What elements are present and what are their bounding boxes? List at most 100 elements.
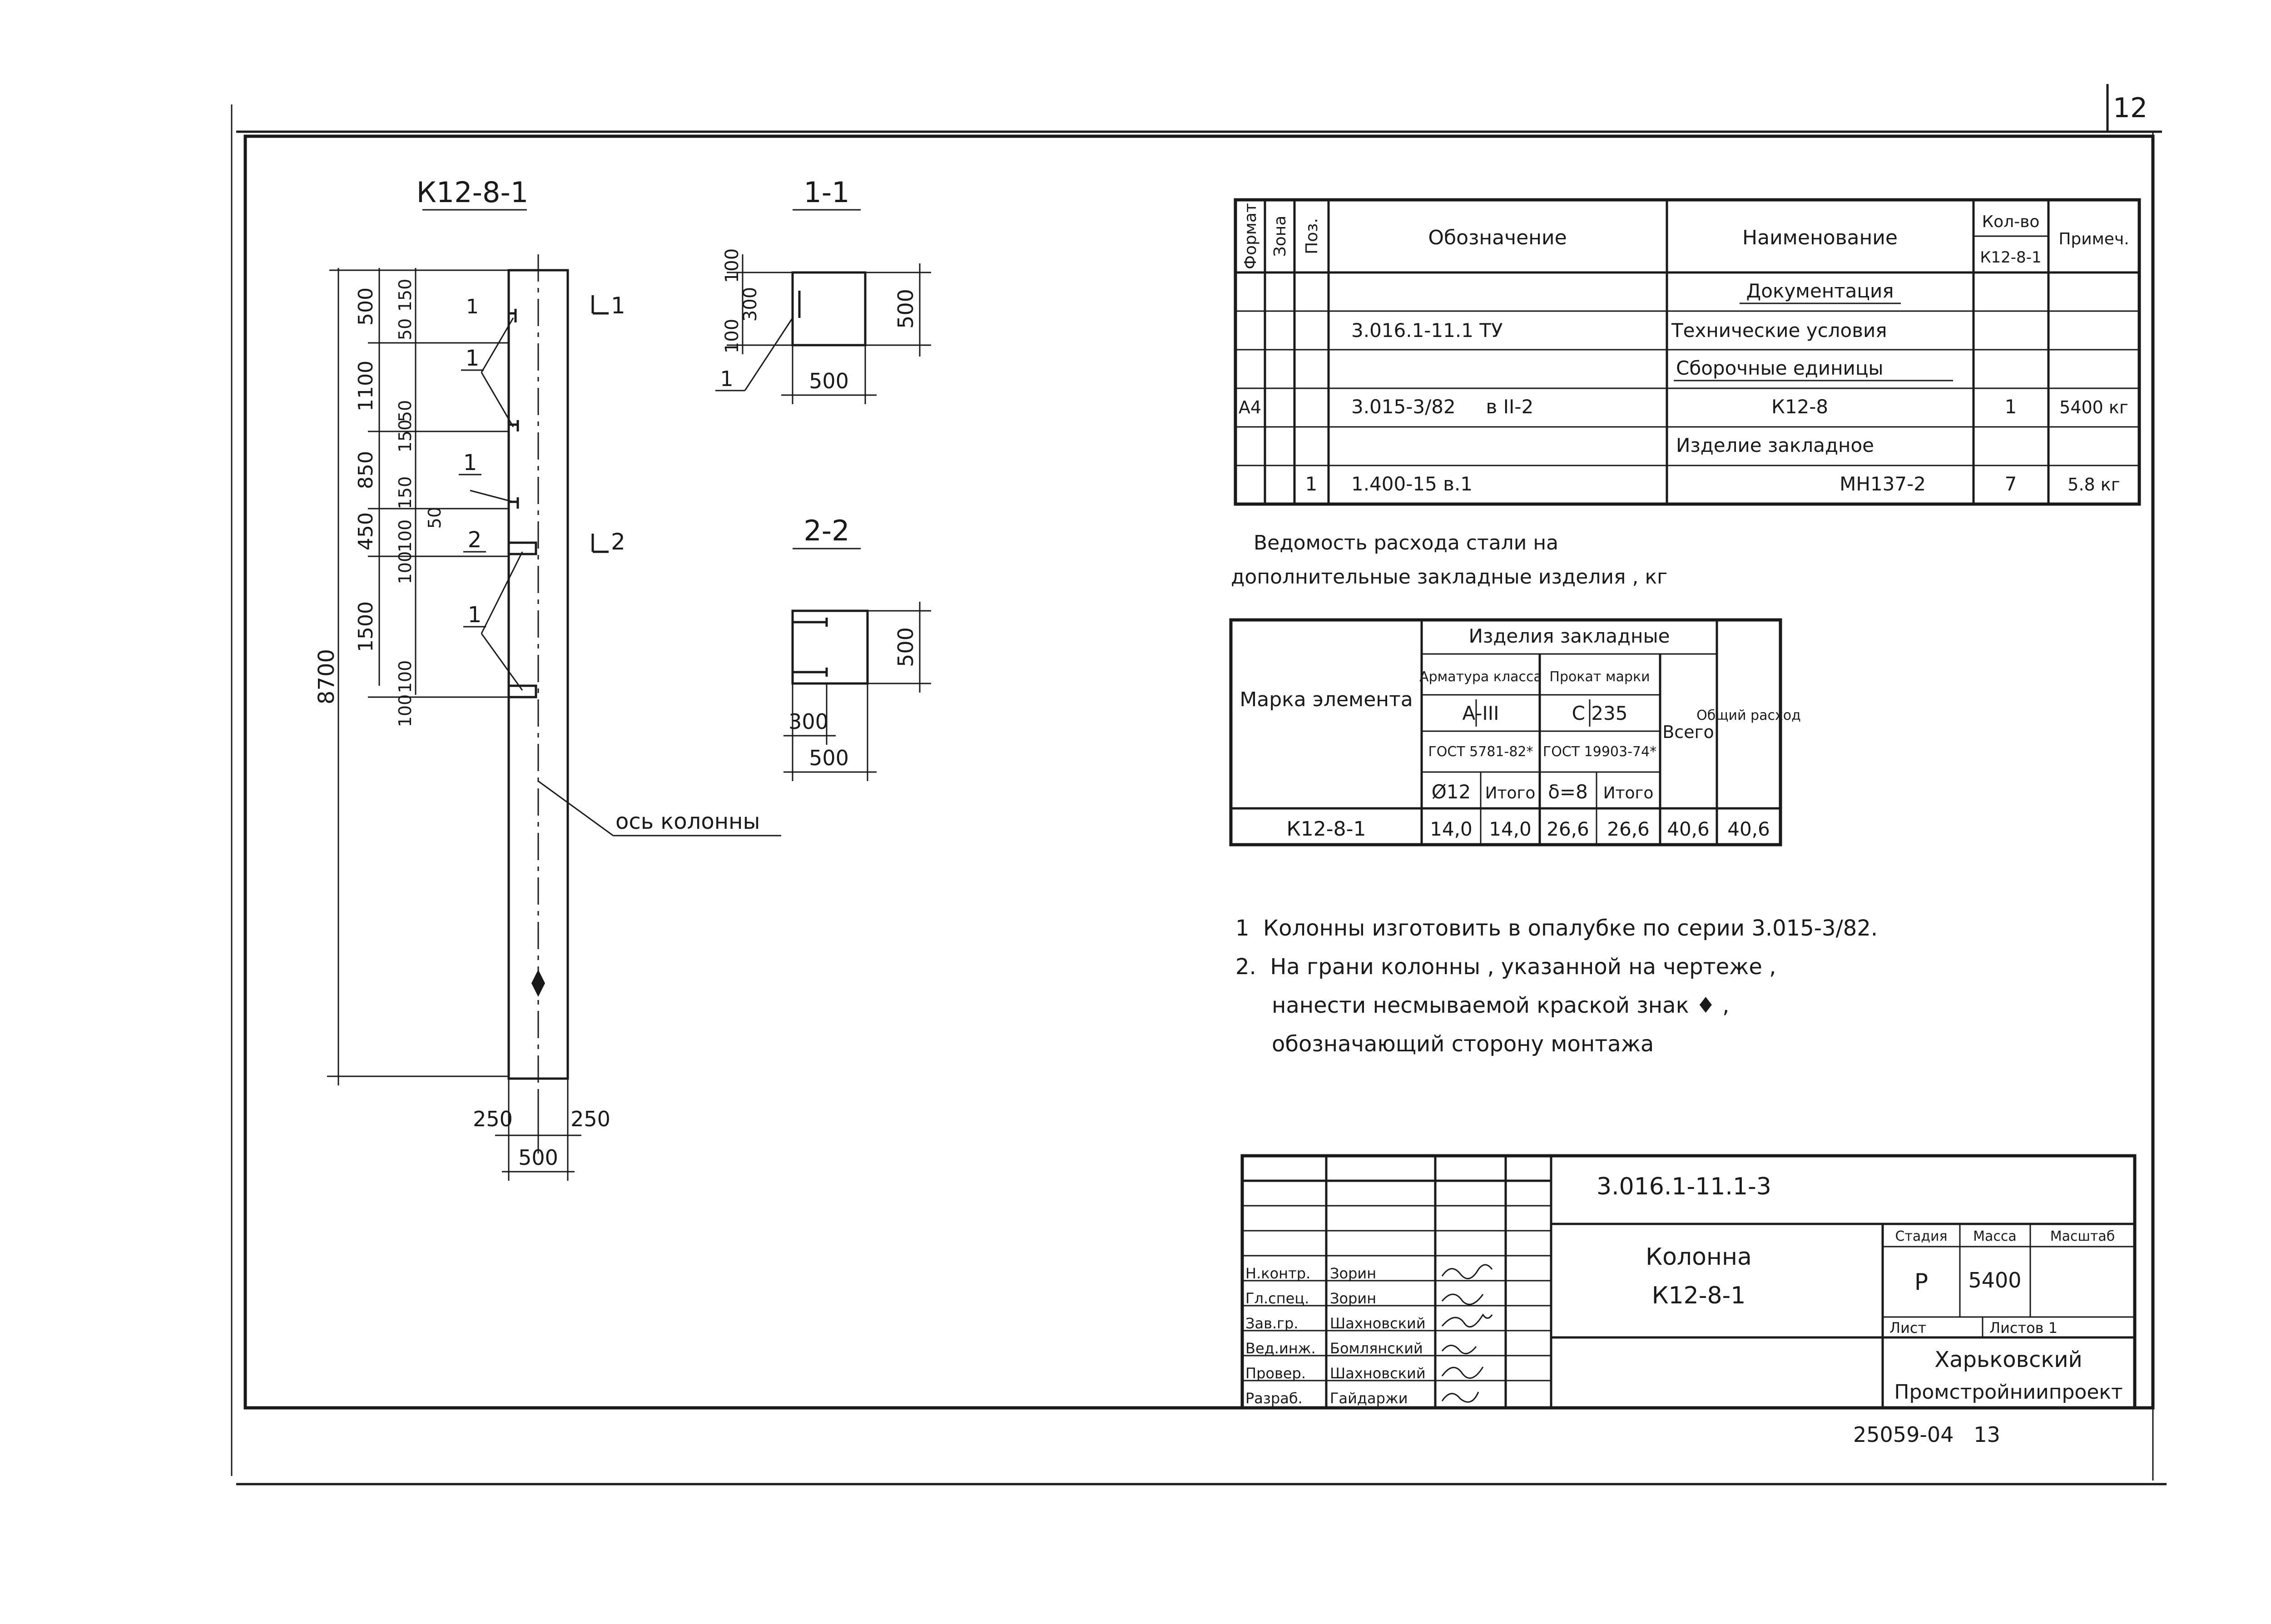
sheet-frame: [231, 84, 2167, 1485]
title-role: Разраб.: [1245, 1390, 1303, 1407]
section-1-dim-bottom: 100: [722, 319, 743, 353]
section-1-1: 1-1 100 300 100 500 500 1: [715, 176, 931, 404]
title-role: Гл.спец.: [1245, 1290, 1309, 1307]
spec-header-name: Наименование: [1742, 226, 1898, 249]
steel-row-d8: 26,6: [1547, 818, 1589, 840]
section-2-2: 2-2 500 300 500: [783, 514, 931, 781]
dim-small-150c: 150: [395, 476, 415, 510]
spec-header-qty-element: К12-8-1: [1980, 248, 2041, 267]
column-elevation-view: К12-8-1 8700 500 1100 850 450 1500 150 5…: [314, 176, 781, 1181]
steel-statement-title-1: Ведомость расхода стали на: [1254, 531, 1558, 555]
steel-row-d12: 14,0: [1430, 818, 1473, 840]
steel-header-rebar: Арматура класса: [1419, 669, 1542, 685]
spec-row-pos: 1: [1305, 473, 1318, 495]
steel-rolled-grade: С 235: [1572, 702, 1628, 724]
marker-1d: 1: [466, 295, 479, 318]
marker-1b: 1: [463, 450, 477, 475]
bottom-dim-right: 250: [570, 1107, 610, 1131]
column-axis-label: ось колонны: [615, 809, 760, 834]
title-mass: 5400: [1968, 1268, 2021, 1292]
steel-col-total2: Итого: [1603, 784, 1654, 802]
section-mark-1: 1: [611, 292, 625, 319]
spec-row-note: 5400 кг: [2059, 397, 2128, 417]
total-height-dim: 8700: [314, 649, 339, 704]
steel-header-rolled: Прокат марки: [1549, 669, 1650, 685]
spec-row-note: 5.8 кг: [2068, 475, 2120, 495]
section-mark-2: 2: [611, 529, 625, 555]
spec-header-note: Примеч.: [2058, 230, 2129, 248]
marker-1c: 1: [468, 602, 482, 628]
section-2-dim-width: 500: [809, 746, 849, 770]
dim-1100: 1100: [354, 361, 377, 411]
title-mass-label: Масса: [1973, 1228, 2017, 1244]
marker-1a: 1: [466, 346, 480, 371]
section-1-dim-top: 100: [722, 248, 743, 283]
spec-header-format: Формат: [1241, 203, 1260, 269]
dim-500: 500: [354, 287, 377, 326]
title-block: 3.016.1-11.1-3 Колонна К12-8-1 Стадия Ма…: [1240, 1154, 2137, 1410]
note-line: 1 Колонны изготовить в опалубке по серии…: [1235, 916, 1878, 941]
dim-small-150b: 150: [395, 420, 415, 453]
title-role: Вед.инж.: [1245, 1340, 1316, 1357]
steel-row-overall: 40,6: [1727, 818, 1770, 840]
section-1-dim-height: 500: [893, 289, 918, 329]
title-org-1: Харьковский: [1934, 1347, 2082, 1372]
title-person: Зорин: [1330, 1265, 1376, 1282]
note-line: 2. На грани колонны , указанной на черте…: [1235, 954, 1776, 980]
dim-small-50c: 50: [425, 507, 445, 529]
spec-row-name: Изделие закладное: [1676, 434, 1874, 456]
steel-col-d8: δ=8: [1548, 781, 1588, 803]
note-line: обозначающий сторону монтажа: [1272, 1031, 1654, 1057]
dim-450: 450: [354, 512, 377, 550]
spec-row-designation: 3.016.1-11.1 ТУ: [1351, 319, 1503, 342]
title-person: Шахновский: [1330, 1315, 1426, 1332]
title-person: Бомлянский: [1330, 1340, 1423, 1357]
specification-table: Формат Зона Поз. Обозначение Наименовани…: [1234, 198, 2141, 506]
title-code: 3.016.1-11.1-3: [1597, 1173, 1771, 1200]
sheet-number: 12: [2113, 92, 2147, 124]
title-name-1: Колонна: [1646, 1243, 1752, 1271]
mounting-side-mark: [531, 970, 545, 997]
spec-header-pos: Поз.: [1303, 218, 1321, 254]
dim-small-50: 50: [395, 318, 415, 340]
steel-row-mark: К12-8-1: [1287, 817, 1366, 841]
section-2-dim-inner: 300: [788, 709, 828, 734]
note-line: нанести несмываемой краской знак ♦ ,: [1272, 993, 1729, 1018]
bottom-dim-left: 250: [473, 1107, 513, 1131]
section-1-dim-side: 300: [740, 287, 761, 322]
spec-row-name: Документация: [1746, 280, 1894, 302]
steel-rebar-gost: ГОСТ 5781-82*: [1428, 744, 1533, 760]
spec-row-format: А4: [1239, 397, 1261, 417]
title-person: Гайдаржи: [1330, 1390, 1408, 1407]
spec-row-name: Технические условия: [1671, 319, 1887, 342]
section-1-dim-width: 500: [809, 369, 849, 393]
spec-row-designation: 1.400-15 в.1: [1351, 473, 1473, 495]
steel-col-sum: Всего: [1662, 722, 1714, 742]
dim-small-100a: 100: [395, 520, 415, 553]
title-person: Зорин: [1330, 1290, 1376, 1307]
spec-row-designation: 3.015-3/82 в II-2: [1351, 396, 1533, 418]
section-1-marker: 1: [720, 366, 733, 391]
dim-1500: 1500: [354, 601, 377, 652]
notes: 1 Колонны изготовить в опалубке по серии…: [1235, 916, 1878, 1057]
steel-statement-title-2: дополнительные закладные изделия , кг: [1231, 565, 1667, 589]
section-1-title: 1-1: [803, 176, 849, 209]
dim-small-50b: 50: [395, 400, 415, 422]
dim-850: 850: [354, 451, 377, 489]
steel-rebar-class: А-III: [1462, 702, 1499, 724]
title-stage: Р: [1914, 1269, 1928, 1295]
spec-header-qty: Кол-во: [1982, 213, 2040, 231]
steel-header-mark: Марка элемента: [1240, 688, 1413, 711]
steel-row-total2: 26,6: [1607, 818, 1650, 840]
title-role: Н.контр.: [1245, 1265, 1310, 1282]
title-org-2: Промстройниипроект: [1894, 1381, 2122, 1404]
footer-code: 25059-04 13: [1853, 1422, 2000, 1447]
title-stage-label: Стадия: [1895, 1228, 1947, 1244]
steel-col-overall: Общий расход: [1696, 708, 1801, 723]
title-role: Провер.: [1245, 1365, 1306, 1382]
steel-row-sum: 40,6: [1667, 818, 1710, 840]
title-scale-label: Масштаб: [2050, 1228, 2115, 1244]
spec-row-qty: 7: [2005, 473, 2017, 495]
title-sheets-label: Листов 1: [1989, 1319, 2058, 1337]
